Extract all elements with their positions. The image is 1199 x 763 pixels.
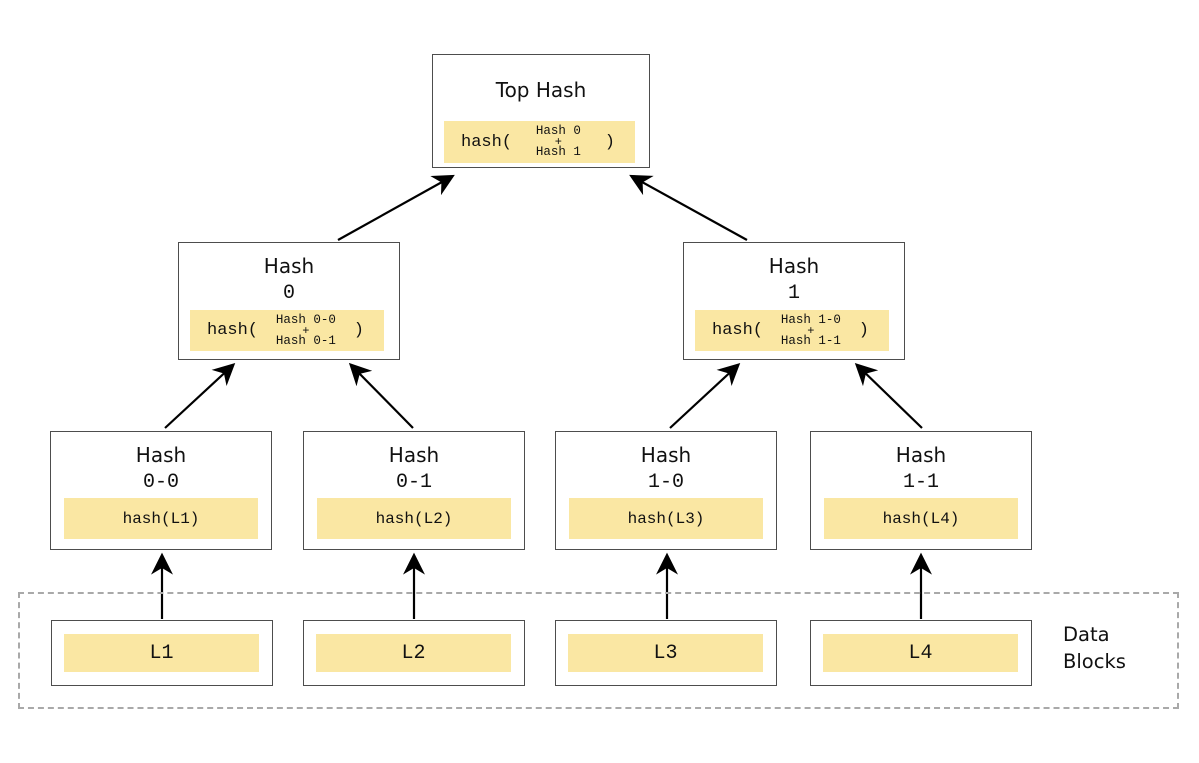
arrow-hash1-to-top <box>629 174 748 241</box>
hash-0-0-value: hash(L1) <box>64 498 258 539</box>
node-title-line1: Hash <box>895 443 947 467</box>
arrow-hash00-to-hash0 <box>164 363 236 429</box>
node-hash-0-1: Hash 0-1 hash(L2) <box>303 431 525 550</box>
hash-fn-close: ) <box>604 132 615 152</box>
data-block-l4: L4 <box>810 620 1032 686</box>
node-title-line2: 1-1 <box>902 471 939 494</box>
node-title-line1: Hash <box>263 254 315 278</box>
hash-arg-top: Hash 0-0 <box>275 312 336 327</box>
data-block-l1: L1 <box>51 620 273 686</box>
node-title-line2: 1-0 <box>647 471 684 494</box>
data-block-l3: L3 <box>555 620 777 686</box>
plus-sign: + <box>554 135 562 149</box>
node-title-line1: Hash <box>640 443 692 467</box>
hash-1-0-value: hash(L3) <box>569 498 763 539</box>
hash-args: Hash 0-0 + Hash 0-1 <box>275 312 336 348</box>
data-blocks-region <box>18 592 1179 709</box>
arrow-hash01-to-hash0 <box>348 362 414 429</box>
node-hash-1: Hash 1 hash( Hash 1-0 + Hash 1-1 ) <box>683 242 905 360</box>
data-blocks-caption-line1: Data <box>1063 623 1110 646</box>
node-title-line2: 0-1 <box>395 471 432 494</box>
node-title-line2: 1 <box>787 282 800 305</box>
hash-1-1-value: hash(L4) <box>824 498 1018 539</box>
node-hash-1-0-title: Hash 1-0 <box>556 432 776 497</box>
hash-args: Hash 0 + Hash 1 <box>536 125 581 159</box>
top-hash-expression: hash( Hash 0 + Hash 1 ) <box>444 121 635 163</box>
node-hash-0-1-title: Hash 0-1 <box>304 432 524 497</box>
node-title-line1: Hash <box>135 443 187 467</box>
plus-sign: + <box>807 323 815 338</box>
hash-arg-bottom: Hash 0-1 <box>275 333 336 348</box>
node-title-line2: 0-0 <box>142 471 179 494</box>
plus-sign: + <box>302 323 310 338</box>
hash-fn-close: ) <box>353 321 364 340</box>
node-title-line1: Hash <box>388 443 440 467</box>
node-hash-1-1-title: Hash 1-1 <box>811 432 1031 497</box>
data-block-l2: L2 <box>303 620 525 686</box>
node-hash-1-0: Hash 1-0 hash(L3) <box>555 431 777 550</box>
hash-arg-bottom: Hash 1 <box>535 145 581 159</box>
data-block-l4-label: L4 <box>823 634 1018 672</box>
node-hash-0: Hash 0 hash( Hash 0-0 + Hash 0-1 ) <box>178 242 400 360</box>
node-hash-1-1: Hash 1-1 hash(L4) <box>810 431 1032 550</box>
hash-fn-open: hash( <box>207 321 259 340</box>
node-hash-0-0: Hash 0-0 hash(L1) <box>50 431 272 550</box>
hash-arg-top: Hash 0 <box>535 124 581 138</box>
data-blocks-caption-line2: Blocks <box>1063 650 1126 673</box>
node-title-line1: Hash <box>768 254 820 278</box>
node-top-hash: Top Hash hash( Hash 0 + Hash 1 ) <box>432 54 650 168</box>
hash-1-expression: hash( Hash 1-0 + Hash 1-1 ) <box>695 310 889 351</box>
data-block-l2-label: L2 <box>316 634 511 672</box>
hash-fn-open: hash( <box>712 321 764 340</box>
hash-fn-open: hash( <box>461 132 513 152</box>
arrow-hash10-to-hash1 <box>669 363 741 429</box>
node-hash-1-title: Hash 1 <box>684 243 904 308</box>
node-hash-0-title: Hash 0 <box>179 243 399 308</box>
hash-arg-top: Hash 1-0 <box>780 312 841 327</box>
node-top-hash-title: Top Hash <box>495 78 587 102</box>
data-block-l1-label: L1 <box>64 634 259 672</box>
hash-fn-close: ) <box>858 321 869 340</box>
data-blocks-caption: Data Blocks <box>1063 621 1126 675</box>
hash-arg-bottom: Hash 1-1 <box>780 333 841 348</box>
hash-args: Hash 1-0 + Hash 1-1 <box>780 312 841 348</box>
hash-0-expression: hash( Hash 0-0 + Hash 0-1 ) <box>190 310 384 351</box>
node-hash-0-0-title: Hash 0-0 <box>51 432 271 497</box>
hash-0-1-value: hash(L2) <box>317 498 511 539</box>
arrow-hash0-to-top <box>337 174 455 241</box>
node-title-line2: 0 <box>282 282 295 305</box>
data-block-l3-label: L3 <box>568 634 763 672</box>
arrow-hash11-to-hash1 <box>854 362 923 429</box>
